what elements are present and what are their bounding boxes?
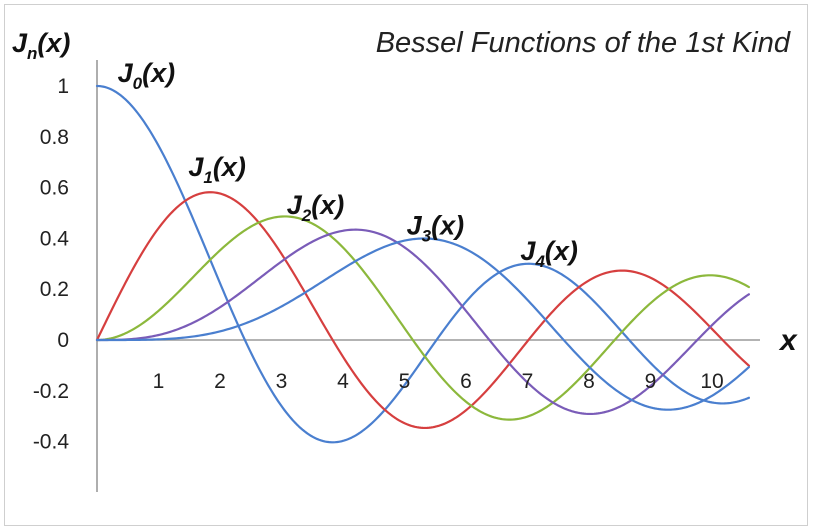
y-tick-label: 1: [57, 75, 69, 98]
y-tick-label: 0.6: [40, 177, 69, 200]
x-tick-label: 3: [276, 370, 288, 393]
x-tick-label: 4: [337, 370, 349, 393]
y-tick-label: 0.8: [40, 126, 69, 149]
y-tick-label: -0.4: [33, 431, 70, 454]
y-tick-label: 0.2: [40, 278, 69, 301]
series-label-j3: J3(x): [407, 210, 465, 245]
chart-title: Bessel Functions of the 1st Kind: [376, 27, 791, 59]
axes: [96, 60, 760, 492]
curves: [95, 84, 750, 444]
x-tick-label: 6: [460, 370, 472, 393]
y-tick-label: 0: [57, 329, 69, 352]
series-line-j0: [95, 84, 750, 444]
x-tick-label: 7: [522, 370, 534, 393]
series-labels: J0(x) J1(x) J2(x) J3(x) J4(x): [118, 58, 578, 271]
x-tick-label: 1: [153, 370, 165, 393]
y-tick-label: -0.2: [33, 380, 69, 403]
series-label-j4: J4(x): [520, 236, 578, 271]
series-line-j2: [95, 215, 750, 421]
chart-frame: [4, 4, 808, 526]
x-tick-label: 8: [583, 370, 595, 393]
series-label-j2: J2(x): [287, 190, 345, 225]
x-tick-label: 9: [645, 370, 657, 393]
tick-labels: 1 0.8 0.6 0.4 0.2 0 -0.2 -0.4 1 2 3 4 5 6 7 8 9 10: [33, 75, 724, 454]
x-tick-label: 5: [399, 370, 411, 393]
series-label-j0: J0(x): [118, 58, 176, 93]
series-line-j3: [95, 228, 750, 416]
x-axis-label: x: [778, 324, 798, 357]
series-line-j4: [95, 237, 750, 411]
y-tick-label: 0.4: [40, 227, 70, 250]
series-line-j1: [95, 191, 750, 430]
x-tick-label: 2: [214, 370, 226, 393]
x-tick-label: 10: [700, 370, 723, 393]
series-label-j1: J1(x): [188, 152, 246, 187]
y-axis-label: Jn(x): [12, 28, 70, 63]
